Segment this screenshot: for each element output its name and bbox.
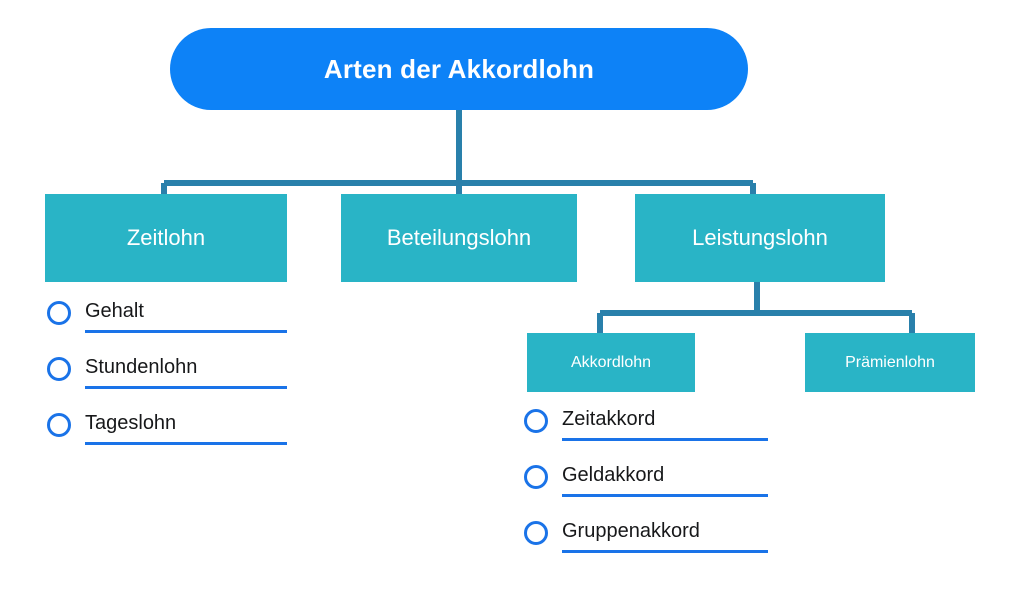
list-item-label: Gehalt (85, 300, 144, 322)
underline-rule (562, 438, 768, 441)
list-item-label: Stundenlohn (85, 356, 198, 378)
list-zeitlohn-items: Gehalt Stundenlohn Tageslohn (45, 298, 290, 466)
node-leistungslohn[interactable]: Leistungslohn (635, 194, 885, 282)
node-zeitlohn[interactable]: Zeitlohn (45, 194, 287, 282)
circle-bullet-icon (524, 409, 548, 433)
circle-bullet-icon (47, 357, 71, 381)
circle-bullet-icon (524, 521, 548, 545)
list-akkordlohn-items: Zeitakkord Geldakkord Gruppenakkord (522, 406, 772, 574)
underline-rule (85, 386, 287, 389)
node-praemienlohn-label: Prämienlohn (845, 353, 935, 371)
node-beteilungslohn-label: Beteilungslohn (386, 224, 532, 250)
list-item[interactable]: Tageslohn (45, 410, 290, 466)
list-item[interactable]: Zeitakkord (522, 406, 772, 462)
node-root-label: Arten der Akkordlohn (323, 54, 595, 84)
list-item-label: Zeitakkord (562, 408, 656, 430)
list-item[interactable]: Gruppenakkord (522, 518, 772, 574)
underline-rule (85, 330, 287, 333)
node-beteilungslohn[interactable]: Beteilungslohn (341, 194, 577, 282)
circle-bullet-icon (47, 301, 71, 325)
node-root[interactable]: Arten der Akkordlohn (170, 28, 748, 110)
node-akkordlohn[interactable]: Akkordlohn (527, 333, 695, 392)
list-item[interactable]: Geldakkord (522, 462, 772, 518)
underline-rule (562, 550, 768, 553)
list-item-label: Tageslohn (85, 412, 177, 434)
underline-rule (562, 494, 768, 497)
list-item[interactable]: Stundenlohn (45, 354, 290, 410)
circle-bullet-icon (524, 465, 548, 489)
list-item-label: Geldakkord (562, 464, 665, 486)
node-zeitlohn-label: Zeitlohn (126, 224, 206, 250)
list-item-label: Gruppenakkord (562, 520, 700, 542)
circle-bullet-icon (47, 413, 71, 437)
node-praemienlohn[interactable]: Prämienlohn (805, 333, 975, 392)
node-akkordlohn-label: Akkordlohn (570, 353, 652, 371)
list-item[interactable]: Gehalt (45, 298, 290, 354)
node-leistungslohn-label: Leistungslohn (692, 224, 828, 250)
underline-rule (85, 442, 287, 445)
